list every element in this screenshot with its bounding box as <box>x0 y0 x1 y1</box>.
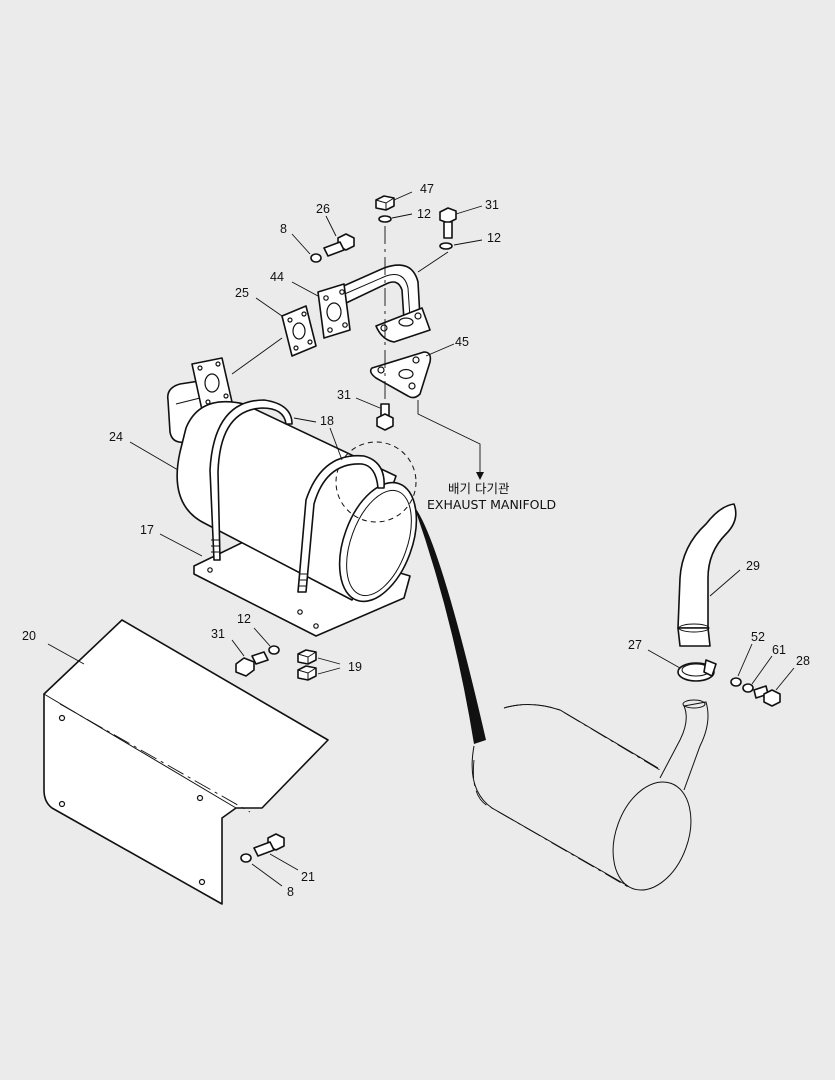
callout-12-top: 12 <box>417 207 431 221</box>
callout-44: 44 <box>270 270 284 284</box>
washer-12-right <box>439 242 453 250</box>
callout-61: 61 <box>772 643 786 657</box>
exhaust-manifold-label-korean: 배기 다기관 <box>448 481 510 496</box>
gasket-25 <box>281 305 317 357</box>
callout-12-lower: 12 <box>237 612 251 626</box>
callout-24: 24 <box>109 430 123 444</box>
heat-cover-20 <box>43 619 329 905</box>
detail-circle <box>335 441 417 523</box>
tailpipe-29 <box>677 503 737 647</box>
callout-47: 47 <box>420 182 434 196</box>
callout-18: 18 <box>320 414 334 428</box>
callout-25: 25 <box>235 286 249 300</box>
exhaust-manifold-label-english: EXHAUST MANIFOLD <box>427 497 556 512</box>
manifold-leader <box>417 400 481 474</box>
washer-8-lower <box>240 853 252 863</box>
bolt-31-lower <box>235 651 269 677</box>
callout-26: 26 <box>316 202 330 216</box>
nut-19-upper <box>297 649 317 665</box>
bolt-21 <box>253 833 285 857</box>
callout-8-lower: 8 <box>287 885 294 899</box>
u-bolt-18 <box>209 399 385 593</box>
callout-21: 21 <box>301 870 315 884</box>
manifold-arrow <box>476 472 484 480</box>
callout-31-lower: 31 <box>211 627 225 641</box>
callout-17: 17 <box>140 523 154 537</box>
exhaust-pipe-44 <box>317 264 431 343</box>
callout-29: 29 <box>746 559 760 573</box>
clamp-27 <box>677 659 717 682</box>
bolt-26 <box>323 233 355 257</box>
callout-52: 52 <box>751 630 765 644</box>
callout-8-top: 8 <box>280 222 287 236</box>
callout-31-top: 31 <box>485 198 499 212</box>
bracket-45 <box>369 351 432 399</box>
callout-19: 19 <box>348 660 362 674</box>
washer-12-lower <box>268 645 280 655</box>
washer-12-top <box>378 215 392 223</box>
washer-52 <box>730 677 742 687</box>
bolt-28 <box>753 685 781 707</box>
nut-47 <box>375 195 395 211</box>
bolt-31-top <box>439 207 457 239</box>
callout-27: 27 <box>628 638 642 652</box>
callout-20: 20 <box>22 629 36 643</box>
callout-12-right: 12 <box>487 231 501 245</box>
washer-61 <box>742 683 754 693</box>
muffler-24 <box>176 400 418 603</box>
callout-45: 45 <box>455 335 469 349</box>
nut-19-lower <box>297 665 317 681</box>
detail-view-muffler <box>414 506 709 891</box>
bracket-mounting-line <box>417 251 449 273</box>
bolt-31-mid <box>376 403 394 431</box>
callout-31-mid: 31 <box>337 388 351 402</box>
callout-28: 28 <box>796 654 810 668</box>
washer-8-top <box>310 253 322 263</box>
leader-lines <box>47 191 795 887</box>
